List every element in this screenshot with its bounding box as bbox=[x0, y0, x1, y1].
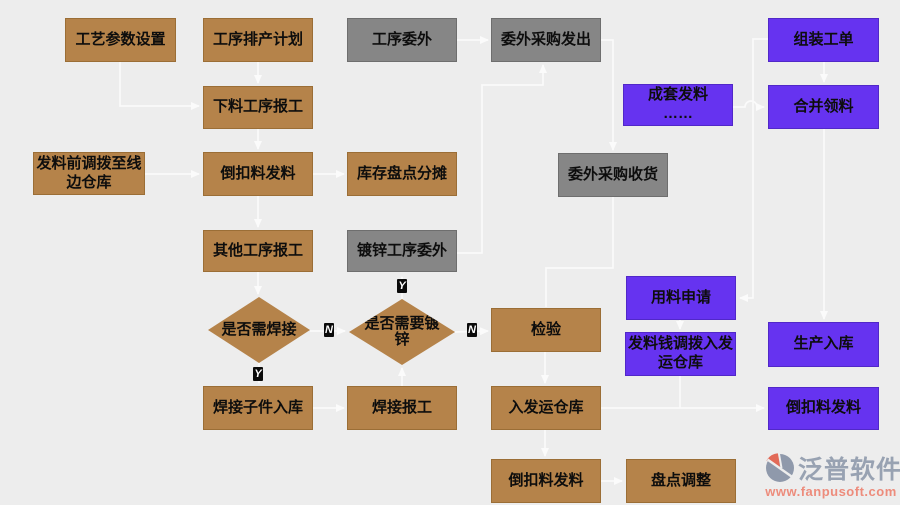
node-assembly-work-order: 组装工单 bbox=[768, 18, 879, 62]
branch-label-welding-no: N bbox=[324, 323, 334, 337]
edge-purchasereceipt-to-inspection bbox=[545, 197, 614, 307]
edge-galvoutsource-to-purchaseissue bbox=[457, 64, 547, 254]
node-label: 焊接子件入库 bbox=[212, 398, 303, 416]
node-process-outsourcing: 工序委外 bbox=[347, 18, 457, 62]
branch-label-galvanizing-yes: Y bbox=[397, 279, 407, 293]
node-label: 发料前调拨至线 边仓库 bbox=[36, 154, 142, 191]
decision-need-galvanizing: 是否需要镀 锌 bbox=[349, 299, 455, 365]
node-label: 焊接报工 bbox=[371, 398, 432, 416]
node-label: 倒扣料发料 bbox=[220, 164, 296, 182]
node-process-param-setup: 工艺参数设置 bbox=[65, 18, 176, 62]
node-label: 是否需要镀 锌 bbox=[364, 314, 440, 348]
node-label: 倒扣料发料 bbox=[508, 471, 584, 489]
node-label: 发料钱调拨入发 运仓库 bbox=[627, 335, 733, 371]
node-label: 工序排产计划 bbox=[212, 30, 303, 48]
vendor-brand-name: 泛普软件 bbox=[798, 456, 900, 484]
edge-assemblyorder-to-materialapp bbox=[739, 38, 768, 302]
node-welded-subpart-inbound: 焊接子件入库 bbox=[203, 386, 313, 430]
vendor-logo-icon bbox=[764, 451, 796, 485]
vendor-website: www.fanpusoft.com bbox=[765, 484, 897, 499]
node-galvanize-process-outsourcing: 镀锌工序委外 bbox=[347, 230, 457, 272]
node-label: 合并领料 bbox=[793, 97, 854, 115]
branch-label-welding-yes: Y bbox=[253, 367, 263, 381]
node-label: 其他工序报工 bbox=[212, 241, 303, 259]
edge-params-to-blanking bbox=[119, 62, 200, 110]
vendor-logo: 泛普软件 www.fanpusoft.com bbox=[764, 450, 900, 502]
node-other-process-report: 其他工序报工 bbox=[203, 230, 313, 272]
node-material-application: 用料申请 bbox=[626, 276, 736, 320]
node-label: 入发运仓库 bbox=[508, 398, 584, 416]
node-label: 镀锌工序委外 bbox=[356, 241, 447, 259]
node-count-adjustment: 盘点调整 bbox=[626, 459, 736, 503]
node-outsource-purchase-receipt: 委外采购收货 bbox=[558, 153, 668, 197]
node-label: 库存盘点分摊 bbox=[356, 164, 447, 182]
node-label: 委外采购发出 bbox=[500, 30, 591, 48]
node-outsource-purchase-issue: 委外采购发出 bbox=[491, 18, 601, 62]
node-welding-report: 焊接报工 bbox=[347, 386, 457, 430]
node-label: 检验 bbox=[530, 320, 561, 338]
node-label: 盘点调整 bbox=[650, 471, 711, 489]
node-inspection: 检验 bbox=[491, 308, 601, 352]
node-label: 工艺参数设置 bbox=[75, 30, 166, 48]
node-pre-issue-transfer-shipping: 发料钱调拨入发 运仓库 bbox=[625, 332, 736, 376]
node-production-inbound: 生产入库 bbox=[768, 322, 879, 367]
node-label: 用料申请 bbox=[650, 288, 711, 306]
node-label: 成套发料 …… bbox=[647, 86, 708, 122]
node-label: 组装工单 bbox=[793, 30, 854, 48]
node-blanking-process-report: 下料工序报工 bbox=[203, 86, 313, 129]
branch-label-galvanizing-no: N bbox=[467, 323, 477, 337]
node-shipping-warehouse-inbound: 入发运仓库 bbox=[491, 386, 601, 430]
edge-purchaseissue-to-purchasereceipt bbox=[601, 39, 617, 151]
node-label: 委外采购收货 bbox=[567, 165, 658, 183]
node-label: 是否需焊接 bbox=[221, 320, 297, 338]
node-backflush-issue-2: 倒扣料发料 bbox=[491, 459, 601, 503]
node-kitting-issue: 成套发料 …… bbox=[623, 84, 733, 126]
node-label: 倒扣料发料 bbox=[785, 399, 861, 417]
node-pre-issue-transfer-lineside: 发料前调拨至线 边仓库 bbox=[33, 152, 145, 195]
node-label: 工序委外 bbox=[371, 30, 432, 48]
node-backflush-issue-shipping: 倒扣料发料 bbox=[768, 387, 879, 430]
node-inventory-count-allocation: 库存盘点分摊 bbox=[347, 152, 457, 196]
edge-kitting-to-mergepicking bbox=[733, 100, 765, 111]
node-backflush-issue-1: 倒扣料发料 bbox=[203, 152, 313, 196]
node-process-scheduling-plan: 工序排产计划 bbox=[203, 18, 313, 62]
node-label: 生产入库 bbox=[793, 335, 854, 353]
node-merge-picking: 合并领料 bbox=[768, 85, 879, 129]
node-label: 下料工序报工 bbox=[212, 98, 303, 116]
decision-need-welding: 是否需焊接 bbox=[208, 297, 310, 363]
